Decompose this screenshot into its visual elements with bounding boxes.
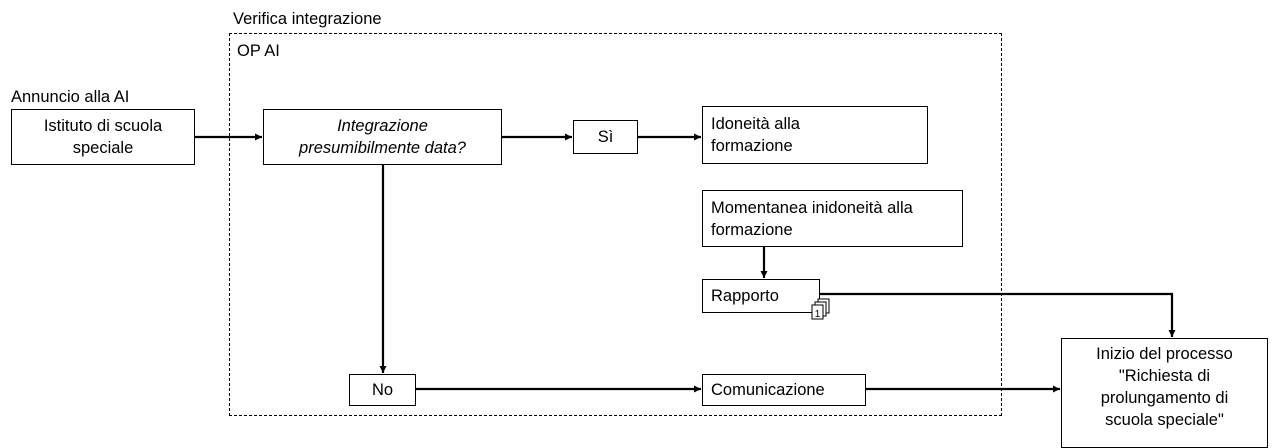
arrow-report-to-process	[820, 292, 1176, 337]
suitability-line-2: formazione	[711, 137, 793, 155]
no-label: No	[371, 381, 394, 399]
decision-line-2: presumibilmente data?	[299, 139, 466, 157]
yes-box: Sì	[573, 120, 638, 154]
communication-box: Comunicazione	[702, 374, 866, 406]
document-stack-icon: 1	[811, 298, 830, 320]
report-label: Rapporto	[711, 287, 779, 305]
decision-box: Integrazione presumibilmente data?	[263, 109, 502, 165]
process-start-box: Inizio del processo "Richiesta di prolun…	[1061, 338, 1268, 448]
source-box: Istituto di scuola speciale	[11, 109, 195, 165]
frame-title: Verifica integrazione	[233, 10, 382, 28]
suitability-box: Idoneità alla formazione	[702, 106, 928, 164]
process-start-line-3: prolungamento di	[1100, 389, 1229, 407]
document-number: 1	[815, 309, 821, 320]
connector-arrows	[195, 133, 1176, 393]
no-box: No	[349, 374, 416, 406]
process-start-line-2: "Richiesta di	[1118, 367, 1211, 385]
unsuitability-box: Momentanea inidoneità alla formazione	[702, 190, 963, 247]
frame-inner-label: OP AI	[237, 42, 280, 60]
communication-label: Comunicazione	[711, 381, 825, 399]
suitability-line-1: Idoneità alla	[711, 115, 800, 133]
decision-line-1: Integrazione	[337, 117, 428, 135]
process-start-line-1: Inizio del processo	[1096, 345, 1233, 363]
source-line-1: Istituto di scuola	[43, 117, 163, 135]
yes-label: Sì	[597, 128, 614, 146]
report-box: Rapporto	[702, 279, 820, 313]
source-line-2: speciale	[72, 139, 134, 157]
unsuitability-line-2: formazione	[711, 220, 793, 239]
unsuitability-line-1: Momentanea inidoneità alla	[711, 198, 913, 217]
process-start-line-4: scuola speciale"	[1105, 411, 1224, 429]
source-caption: Annuncio alla AI	[11, 88, 130, 106]
process-frame	[229, 33, 1002, 416]
